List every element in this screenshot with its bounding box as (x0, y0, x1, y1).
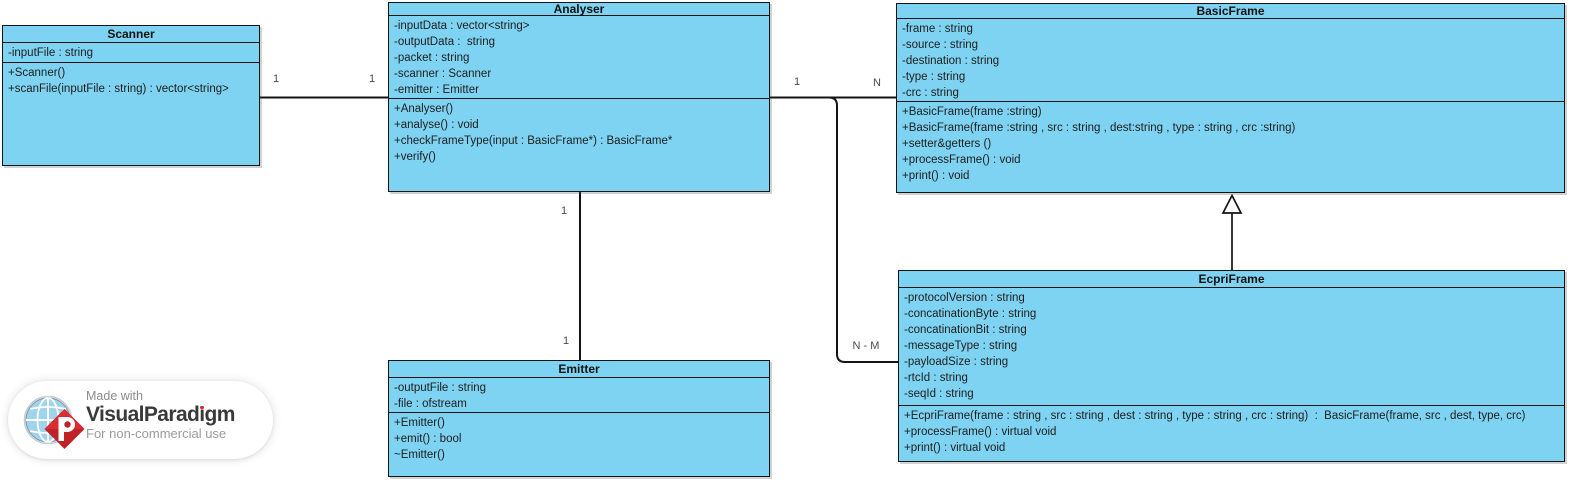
attribute-line: -outputData : string (394, 36, 495, 48)
operation-line: +Emitter() (394, 417, 445, 429)
attribute-line: -packet : string (394, 52, 470, 64)
watermark-made-with: Made with (86, 389, 143, 403)
brand-part2: gm (204, 403, 236, 426)
operation-line: +BasicFrame(frame :string , src : string… (902, 122, 1296, 134)
multiplicity-label: 1 (560, 335, 572, 347)
attribute-line: -source : string (902, 39, 979, 51)
visual-paradigm-logo-icon (23, 395, 85, 449)
attribute-line: -type : string (902, 71, 966, 83)
operation-line: +setter&getters () (902, 138, 992, 150)
attribute-line: -emitter : Emitter (394, 84, 479, 96)
operation-line: +print() : void (902, 170, 970, 182)
attributes-compartment: -outputFile : string -file : ofstream (389, 378, 769, 413)
attribute-line: -seqId : string (904, 388, 974, 400)
attribute-line: -concatinationBit : string (904, 324, 1027, 336)
operations-compartment: +BasicFrame(frame :string) +BasicFrame(f… (897, 102, 1564, 184)
class-ecpriframe[interactable]: EcpriFrame -protocolVersion : string -co… (898, 270, 1565, 462)
operations-compartment: +Analyser() +analyse() : void +checkFram… (389, 99, 769, 165)
watermark-brand: VisualParadıgm (86, 404, 271, 426)
operation-line: +print() : virtual void (904, 442, 1006, 454)
attribute-line: -crc : string (902, 87, 959, 99)
class-title: Scanner (3, 26, 259, 43)
attribute-line: -payloadSize : string (904, 356, 1009, 368)
multiplicity-label: N - M (850, 340, 882, 352)
operations-compartment: +Emitter() +emit() : bool ~Emitter() (389, 413, 769, 463)
attribute-line: -outputFile : string (394, 382, 487, 394)
class-title: BasicFrame (897, 4, 1564, 19)
multiplicity-label: 1 (791, 76, 803, 88)
multiplicity-label: 1 (270, 73, 282, 85)
operation-line: +processFrame() : void (902, 154, 1021, 166)
watermark-license: For non-commercial use (86, 426, 227, 441)
class-title: EcpriFrame (899, 271, 1564, 288)
attribute-line: -inputData : vector<string> (394, 20, 530, 32)
brand-part1: VisualParad (86, 403, 200, 426)
attribute-line: -rtcId : string (904, 372, 968, 384)
operation-line: +analyse() : void (394, 119, 479, 131)
attribute-line: -destination : string (902, 55, 1000, 67)
attribute-line: -inputFile : string (8, 47, 94, 59)
attributes-compartment: -inputFile : string (3, 43, 259, 63)
operations-compartment: +Scanner() +scanFile(inputFile : string)… (3, 63, 259, 97)
class-analyser[interactable]: Analyser -inputData : vector<string> -ou… (388, 2, 770, 192)
operation-line: +emit() : bool (394, 433, 462, 445)
class-title: Emitter (389, 361, 769, 378)
watermark-text: Made with VisualParadıgm For non-commerc… (86, 389, 271, 442)
attribute-line: -scanner : Scanner (394, 68, 492, 80)
operation-line: +EcpriFrame(frame : string , src : strin… (904, 410, 1526, 422)
class-scanner[interactable]: Scanner -inputFile : string +Scanner() +… (2, 25, 260, 166)
visual-paradigm-watermark[interactable]: Made with VisualParadıgm For non-commerc… (8, 381, 273, 459)
association-analyser-ecpriframe[interactable] (770, 96, 898, 363)
operations-compartment: +EcpriFrame(frame : string , src : strin… (899, 406, 1564, 456)
operation-line: ~Emitter() (394, 449, 445, 461)
operation-line: +processFrame() : virtual void (904, 426, 1057, 438)
operation-line: +BasicFrame(frame :string) (902, 106, 1042, 118)
operation-line: +checkFrameType(input : BasicFrame*) : B… (394, 135, 673, 147)
attributes-compartment: -frame : string -source : string -destin… (897, 19, 1564, 102)
brand-dotless-i: ı (199, 403, 205, 426)
attribute-line: -messageType : string (904, 340, 1018, 352)
generalization-arrowhead-icon (1221, 193, 1243, 214)
multiplicity-label: 1 (558, 205, 570, 217)
class-emitter[interactable]: Emitter -outputFile : string -file : ofs… (388, 360, 770, 477)
operation-line: +Scanner() (8, 67, 66, 79)
attributes-compartment: -inputData : vector<string> -outputData … (389, 16, 769, 99)
attribute-line: -protocolVersion : string (904, 292, 1025, 304)
operation-line: +verify() (394, 151, 436, 163)
operation-line: +scanFile(inputFile : string) : vector<s… (8, 83, 229, 95)
multiplicity-label: N (871, 77, 883, 89)
class-basicframe[interactable]: BasicFrame -frame : string -source : str… (896, 3, 1565, 193)
multiplicity-label: 1 (366, 73, 378, 85)
operation-line: +Analyser() (394, 103, 454, 115)
attribute-line: -frame : string (902, 23, 973, 35)
attribute-line: -concatinationByte : string (904, 308, 1037, 320)
class-title: Analyser (389, 3, 769, 16)
attributes-compartment: -protocolVersion : string -concatination… (899, 288, 1564, 406)
attribute-line: -file : ofstream (394, 398, 467, 410)
